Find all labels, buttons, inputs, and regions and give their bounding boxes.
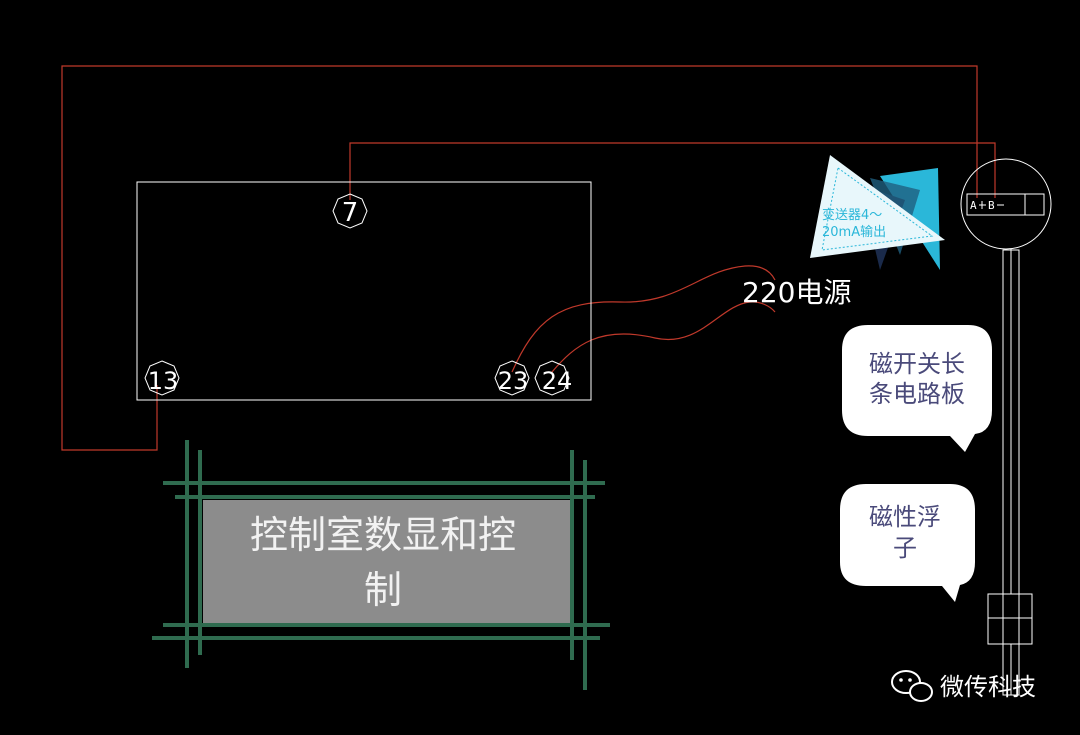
callout-magnetic-float: 磁性浮 子 xyxy=(840,484,975,602)
terminal-24-label: 24 xyxy=(542,367,573,395)
sensor-terminal-b: B xyxy=(988,199,995,212)
power-wire-24 xyxy=(551,301,776,373)
callout-magnetic-float-line1: 磁性浮 xyxy=(869,503,941,531)
wire-terminal13-to-transmitter-a xyxy=(61,65,978,451)
terminal-13: 13 xyxy=(144,360,180,396)
callout-magnetic-float-line2: 子 xyxy=(893,534,917,562)
callout-circuit-board-line2: 条电路板 xyxy=(869,380,965,408)
transmitter-badge: 变送器4～ 20mA输出 xyxy=(810,155,945,270)
terminal-23: 23 xyxy=(494,360,530,396)
power-wire-23 xyxy=(511,265,776,373)
wechat-icon xyxy=(891,670,933,702)
wire-terminal7-to-transmitter-b xyxy=(349,142,996,200)
callout-circuit-board: 磁开关长 条电路板 xyxy=(842,325,992,452)
transmitter-label-line1: 变送器4～ xyxy=(822,207,882,223)
sensor-head: A B xyxy=(960,158,1052,250)
magnetic-float xyxy=(987,593,1033,645)
terminal-7-label: 7 xyxy=(342,198,359,228)
control-room-label-line2: 制 xyxy=(364,568,402,612)
sensor-terminal-a: A xyxy=(970,199,977,212)
terminal-24: 24 xyxy=(534,360,573,396)
terminal-7: 7 xyxy=(332,193,368,229)
control-room-label-line1: 控制室数显和控 xyxy=(250,513,516,557)
watermark-label: 微传科技 xyxy=(940,673,1036,701)
callout-circuit-board-line1: 磁开关长 xyxy=(869,350,965,378)
transmitter-label-line2: 20mA输出 xyxy=(822,224,886,240)
terminal-23-label: 23 xyxy=(498,367,529,395)
control-room-block: 控制室数显和控 制 xyxy=(152,440,610,690)
power-supply-label: 220电源 xyxy=(742,276,851,309)
watermark: 微传科技 xyxy=(891,670,1036,702)
terminal-13-label: 13 xyxy=(148,367,179,395)
display-controller-box xyxy=(136,181,592,401)
